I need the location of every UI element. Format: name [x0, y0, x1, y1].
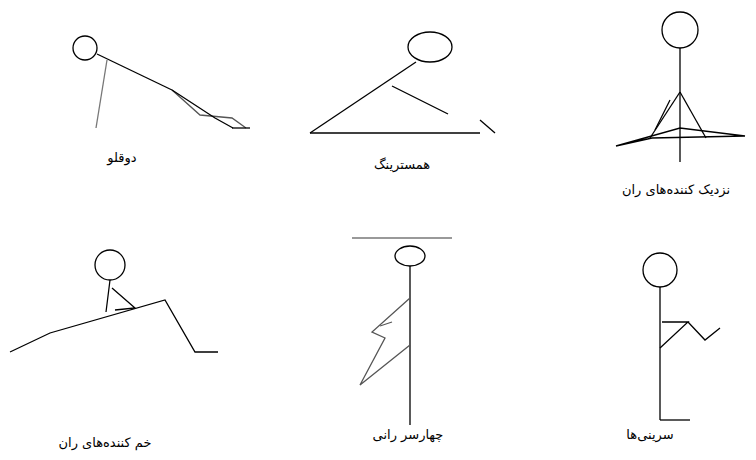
exercise-caption: نزدیک کننده‌های ران	[620, 182, 732, 197]
adductor-stretch-figure	[616, 12, 745, 162]
exercise-caption: سرینی‌ها	[624, 427, 675, 442]
glute-stretch-figure	[643, 253, 720, 420]
exercise-caption: چهارسر رانی	[371, 427, 446, 442]
exercise-caption: دوقلو	[105, 150, 138, 165]
hip-flexor-stretch-figure	[10, 250, 218, 352]
quadriceps-stretch-figure	[352, 238, 452, 425]
exercise-caption: خم کننده‌های ران	[56, 435, 153, 450]
calf-stretch-figure	[73, 36, 250, 128]
hamstring-stretch-figure	[310, 32, 495, 133]
exercise-caption: همسترینگ	[372, 157, 432, 172]
